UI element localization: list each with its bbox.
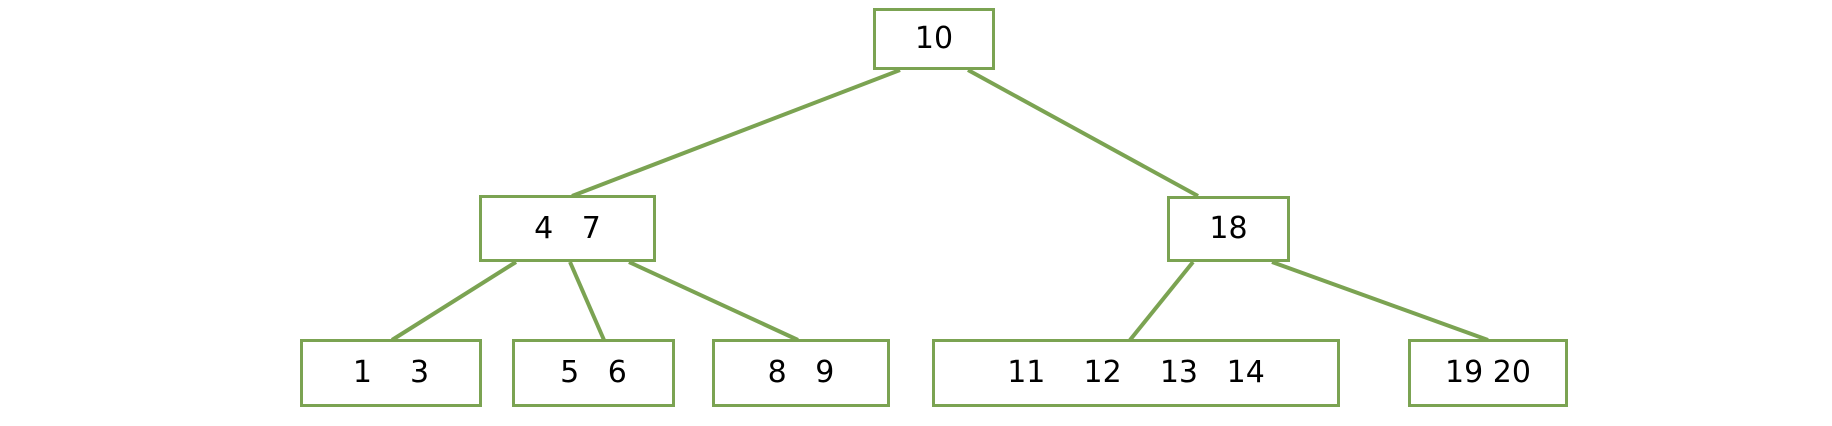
node-keys-label: 19 20 xyxy=(1445,355,1531,390)
node-keys-label: 5 6 xyxy=(560,355,627,390)
edge-internal-right-to-leaf-11-14 xyxy=(1128,260,1195,342)
edge-internal-left-to-leaf-8-9 xyxy=(628,260,799,342)
node-keys-label: 18 xyxy=(1209,211,1248,246)
node-keys-label: 4 7 xyxy=(534,210,601,246)
node-keys-label: 10 xyxy=(914,21,954,56)
edge-internal-right-to-leaf-19-20 xyxy=(1271,260,1489,342)
node-keys-label: 1 3 xyxy=(352,355,430,390)
node-internal-left[interactable]: 4 7 xyxy=(479,195,656,262)
edge-internal-left-to-leaf-5-6 xyxy=(568,261,606,341)
node-leaf-8-9[interactable]: 8 9 xyxy=(712,339,890,407)
node-leaf-1-3[interactable]: 1 3 xyxy=(300,339,482,407)
node-leaf-11-12-13-14[interactable]: 11 12 13 14 xyxy=(932,339,1340,407)
node-keys-label: 8 9 xyxy=(767,355,835,390)
edge-root-to-internal-right xyxy=(967,68,1199,198)
edge-internal-left-to-leaf-1-3 xyxy=(390,260,518,342)
node-leaf-5-6[interactable]: 5 6 xyxy=(512,339,675,407)
node-keys-label: 11 12 13 14 xyxy=(1007,355,1265,390)
edge-root-to-internal-left xyxy=(571,68,901,198)
node-root[interactable]: 10 xyxy=(873,8,995,70)
node-leaf-19-20[interactable]: 19 20 xyxy=(1408,339,1568,407)
node-internal-right[interactable]: 18 xyxy=(1167,196,1290,262)
